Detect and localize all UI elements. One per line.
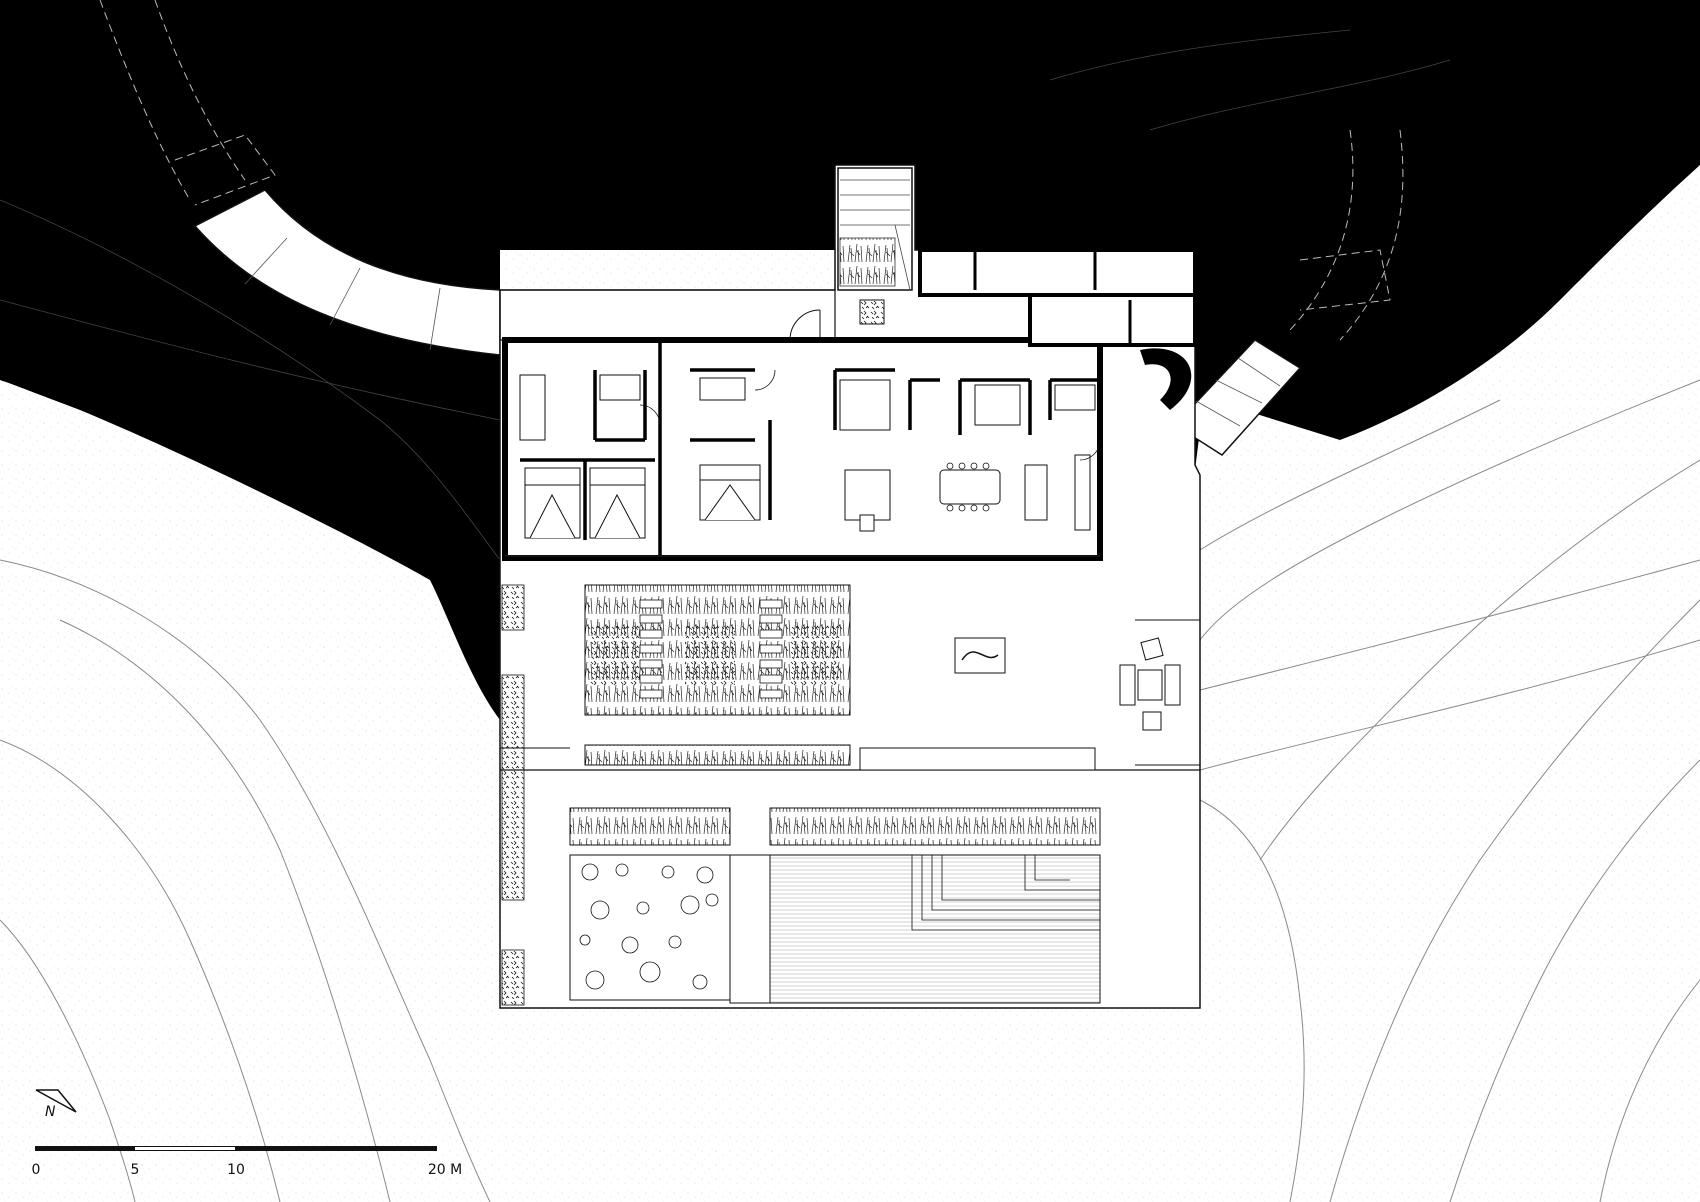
dark-contours bbox=[0, 29, 1451, 561]
garden-pools bbox=[569, 807, 1101, 1004]
scale-label-20m: 20 M bbox=[427, 1162, 463, 1178]
stair-tower bbox=[837, 167, 913, 325]
contour-lines bbox=[0, 379, 1700, 1202]
scale-label-10: 10 bbox=[227, 1162, 245, 1178]
north-label: N bbox=[45, 1104, 56, 1120]
east-ramp bbox=[1173, 339, 1302, 456]
scale-bar bbox=[35, 1146, 437, 1151]
scale-label-0: 0 bbox=[31, 1162, 41, 1178]
east-ramp-joints bbox=[1195, 357, 1281, 427]
scale-label-5: 5 bbox=[130, 1162, 140, 1178]
dashed-road-lines bbox=[99, 0, 1404, 341]
terrace bbox=[500, 584, 1200, 1006]
house-interior bbox=[502, 248, 1197, 561]
path-joints bbox=[244, 237, 441, 351]
terrace-lounge bbox=[1119, 619, 1200, 766]
north-arrow-icon bbox=[35, 1089, 77, 1113]
pool-steps bbox=[911, 855, 1100, 931]
dark-terrain-mass bbox=[0, 0, 1700, 720]
